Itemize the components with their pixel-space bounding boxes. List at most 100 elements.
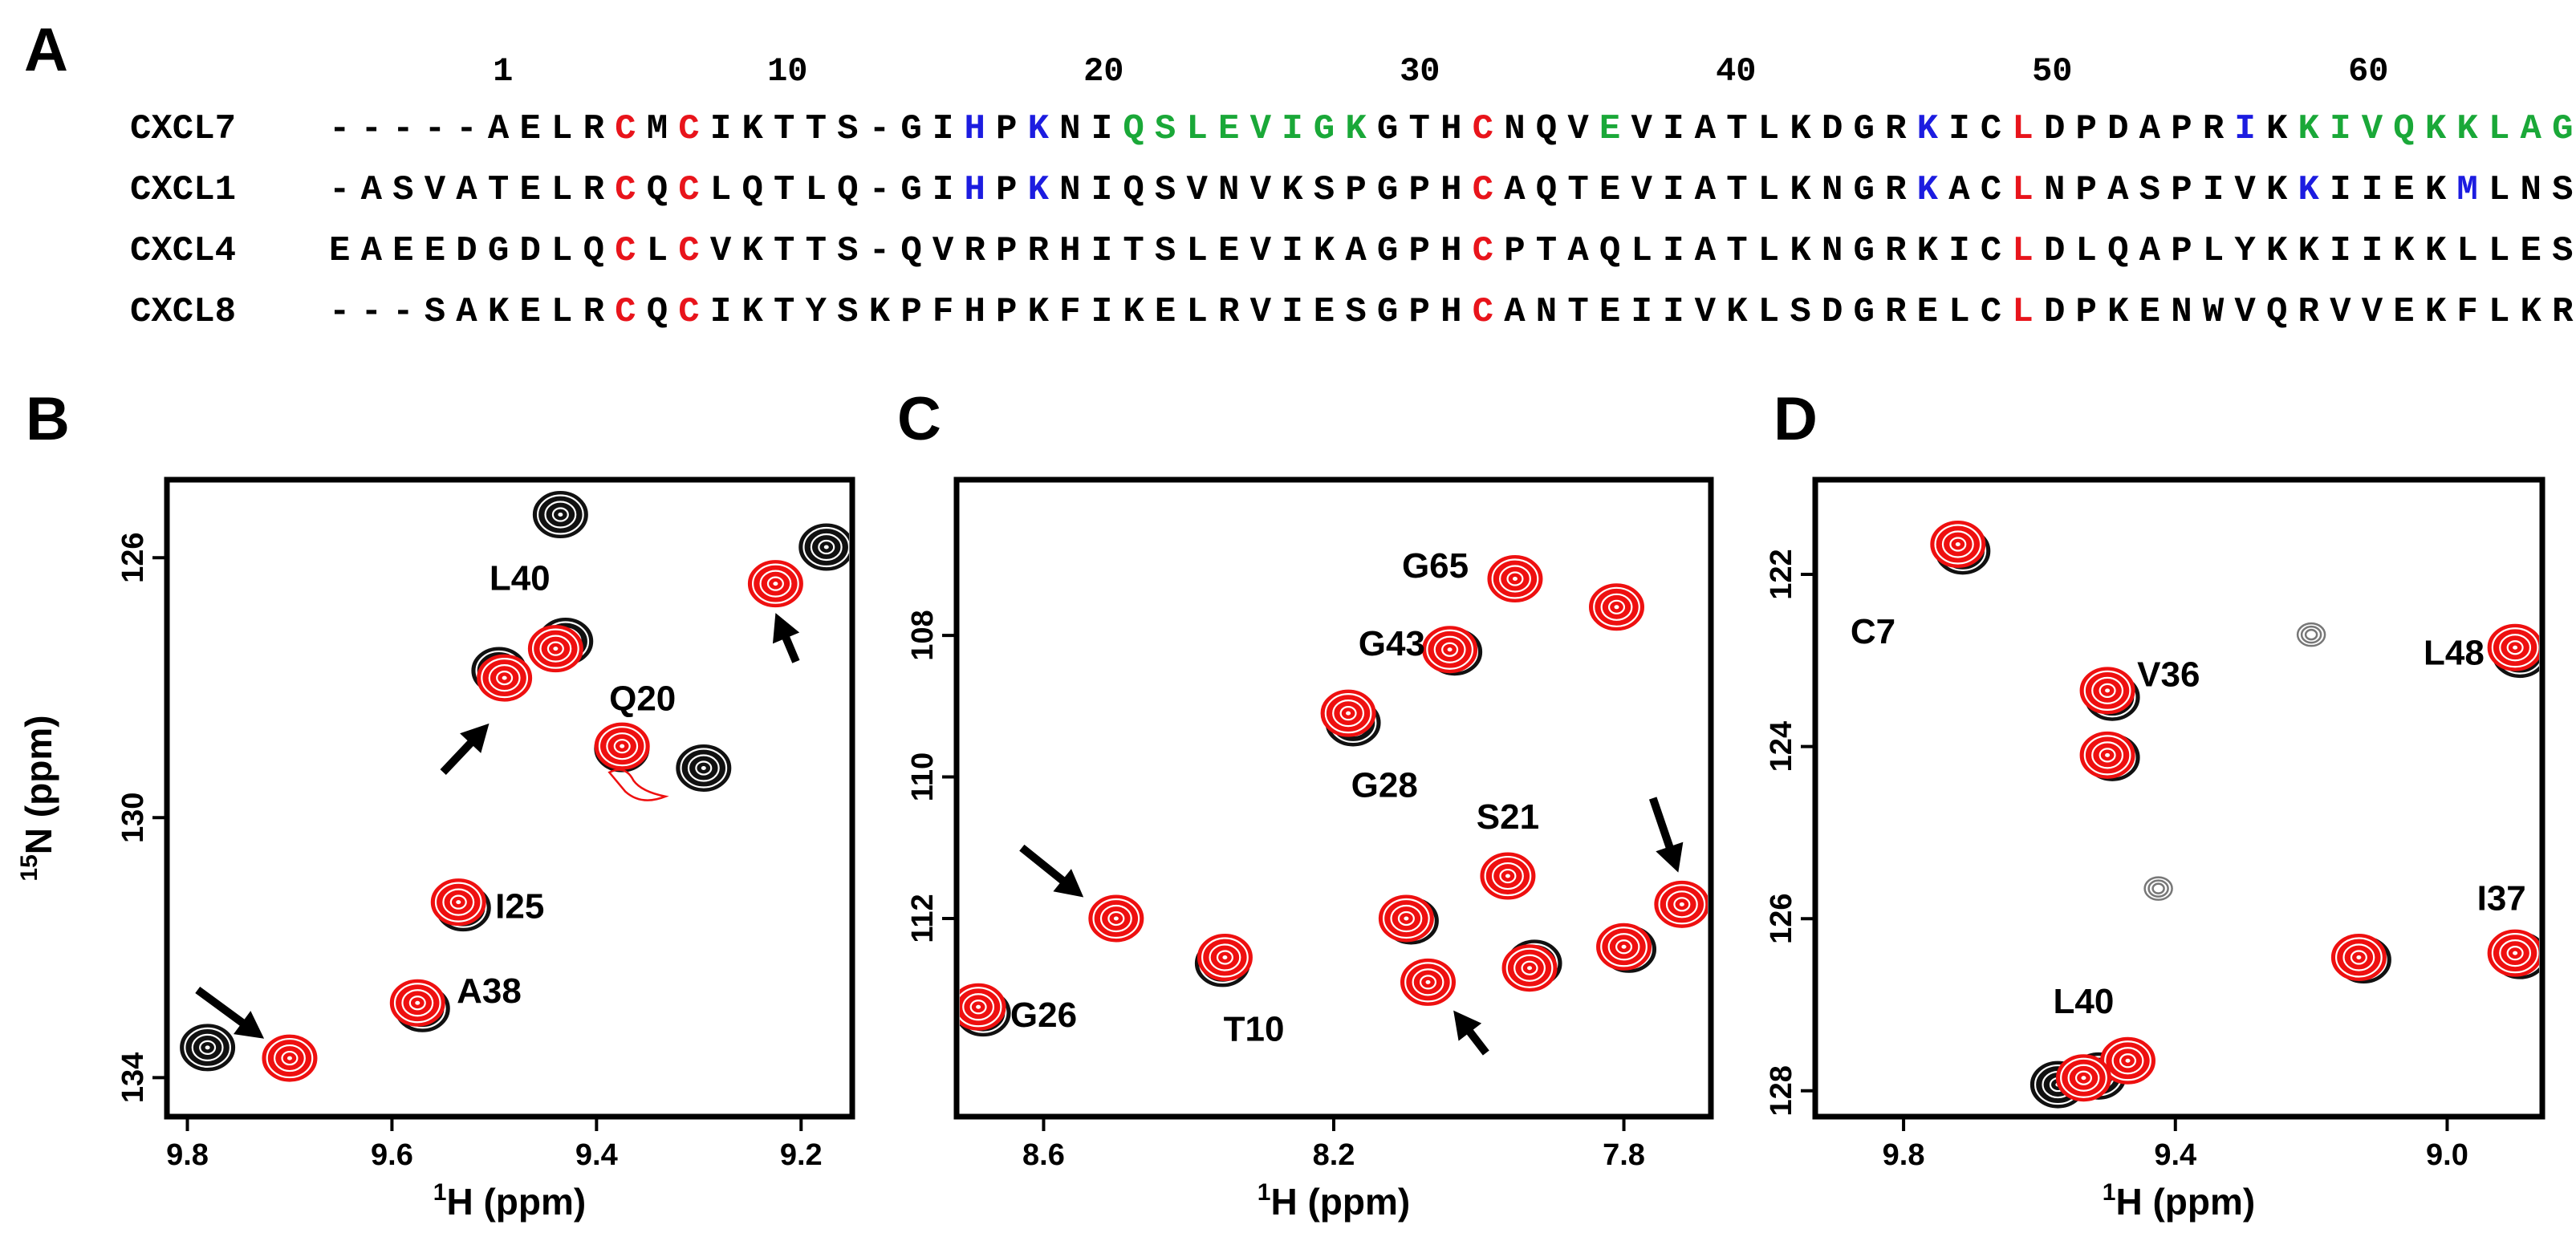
residue: I [1091,170,1112,210]
contour-level [962,993,995,1021]
residue: Q [742,170,762,210]
residue: P [1408,170,1429,210]
residue: A [1567,231,1589,271]
residue: A [456,292,477,332]
contour-center [1527,966,1533,971]
contour-level [2495,631,2535,665]
contour-level [2510,643,2520,652]
residue: P [2076,109,2097,149]
contour-level [535,631,576,666]
contour-level [1938,527,1978,562]
residue: Q [647,292,668,332]
contour-level [1423,978,1433,987]
residue: T [1408,109,1429,149]
residue: - [361,292,382,332]
contour-level [2111,1047,2144,1075]
residue: T [774,292,794,332]
residue: I [1663,109,1684,149]
plot-frame [1812,476,2546,1120]
contour-level [2151,882,2165,894]
residue: N [1504,109,1525,149]
contour-level [2304,628,2318,641]
residue: K [1028,292,1050,332]
residue: I [2330,109,2350,149]
peak-label: V36 [2137,655,2200,694]
contour-level [496,671,514,686]
residue: K [1917,109,1939,149]
residue: Q [2266,292,2287,332]
residue: - [425,109,445,149]
residue: T [774,170,794,210]
residue: E [2521,231,2541,271]
contour-level [1611,936,1636,958]
residue: A [2139,109,2161,149]
residue: V [1250,292,1272,332]
residue: V [2234,170,2256,210]
contour-center [1614,605,1619,610]
red-peak [262,1034,318,1082]
residue: L [710,170,731,210]
contour-level [442,888,475,916]
peak-layer [1930,520,2539,1109]
contour-level [1107,910,1125,927]
contour-level [1662,887,1702,922]
residue: V [425,170,446,210]
residue: R [964,231,985,271]
contour-level [2346,947,2371,968]
residue: L [551,109,572,149]
contour-level [2350,950,2367,965]
contour-level [818,539,835,555]
contour-level [2074,1070,2092,1085]
residue: Y [806,292,827,332]
arrow-shaft [1019,844,1071,889]
x-tick-label: 9.8 [1883,1138,1925,1172]
contour-level [1343,709,1353,718]
residue: S [2552,170,2573,210]
residue: D [2044,109,2065,149]
residue: N [1059,170,1080,210]
contour-level [2296,622,2326,647]
contour-level [2099,683,2116,698]
contour-level [613,739,631,754]
residue: A [2139,231,2161,271]
residue: L [1186,292,1207,332]
black-peak [798,523,849,571]
peak-label: Q20 [609,679,676,718]
contour-level [2147,879,2169,898]
residue: H [964,170,985,210]
contour-level [960,990,998,1024]
contour-level [1934,524,1982,565]
residue: Q [647,170,668,210]
contour-center [2513,645,2518,650]
residue: A [1345,231,1367,271]
sequence-name: CXCL4 [130,231,236,271]
contour-center [1512,577,1518,582]
residue: R [2552,292,2574,332]
ruler-number: 50 [2032,52,2072,91]
contour-level [1397,910,1415,927]
residue: L [2012,170,2033,210]
residue: D [2107,109,2128,149]
contour-level [691,757,717,779]
contour-level [2143,876,2173,901]
residue: E [1599,292,1620,332]
residue: I [2362,170,2383,210]
ruler-number: 40 [1716,52,1756,91]
plot-frame [164,476,855,1120]
residue: F [932,292,953,332]
residue: R [1885,170,1907,210]
contour-level [405,992,430,1014]
contour-level [2499,939,2532,967]
residue: T [1726,109,1747,149]
residue: N [2521,170,2541,210]
residue: S [1345,292,1366,332]
residue: S [1314,170,1335,210]
contour-level [397,986,437,1020]
contour-level [1596,590,1637,624]
contour-center [558,513,563,517]
residue: K [742,292,763,332]
contour-level [2078,1073,2089,1082]
residue: I [1091,231,1112,271]
contour-level [2103,686,2112,695]
